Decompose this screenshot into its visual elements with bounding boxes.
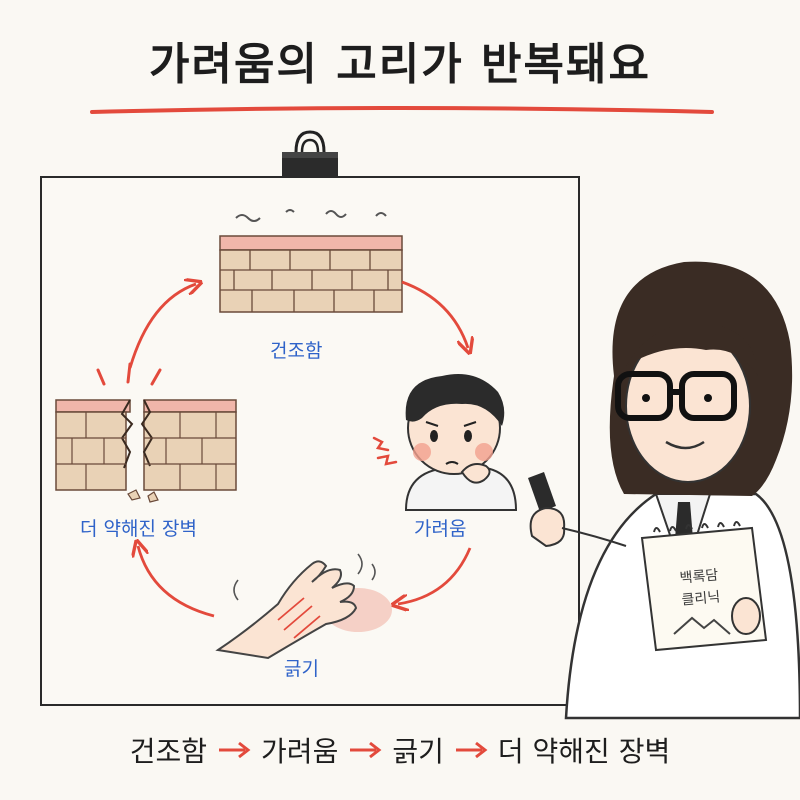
cycle-summary-flow: 건조함 가려움 긁기 더 약해진 장벽 [0, 728, 800, 772]
notepad-text: 백록담 클리닉 [658, 563, 742, 614]
flow-step-itch: 가려움 [261, 735, 339, 768]
cycle-label-scratching: 긁기 [284, 658, 319, 680]
arrow-itch-to-scratching [398, 547, 472, 604]
binder-clip-icon [282, 130, 338, 180]
dry-skin-illustration [219, 209, 403, 313]
arrow-dryness-to-itch [401, 280, 468, 348]
flow-step-weakened-barrier: 더 약해진 장벽 [497, 735, 671, 768]
notepad-icon [640, 521, 768, 652]
cycle-label-dryness: 건조함 [270, 340, 323, 362]
weakened-barrier-illustration [55, 362, 237, 503]
title-underline [90, 106, 714, 114]
scratching-hand-illustration [215, 553, 392, 660]
flow-arrow-icon [350, 741, 382, 759]
page-title: 가려움의 고리가 반복돼요 [149, 39, 651, 90]
flow-step-dryness: 건조함 [129, 735, 208, 768]
arrow-barrier-to-dryness [128, 284, 196, 369]
flow-arrow-icon [219, 741, 251, 759]
cycle-label-weakened-barrier: 더 약해진 장벽 [80, 518, 197, 540]
flow-step-scratching: 긁기 [392, 735, 444, 768]
flow-arrow-icon [455, 741, 488, 759]
itchy-child-illustration [372, 374, 518, 511]
arrow-scratching-to-barrier [138, 546, 215, 618]
cycle-label-itch: 가려움 [414, 518, 467, 540]
